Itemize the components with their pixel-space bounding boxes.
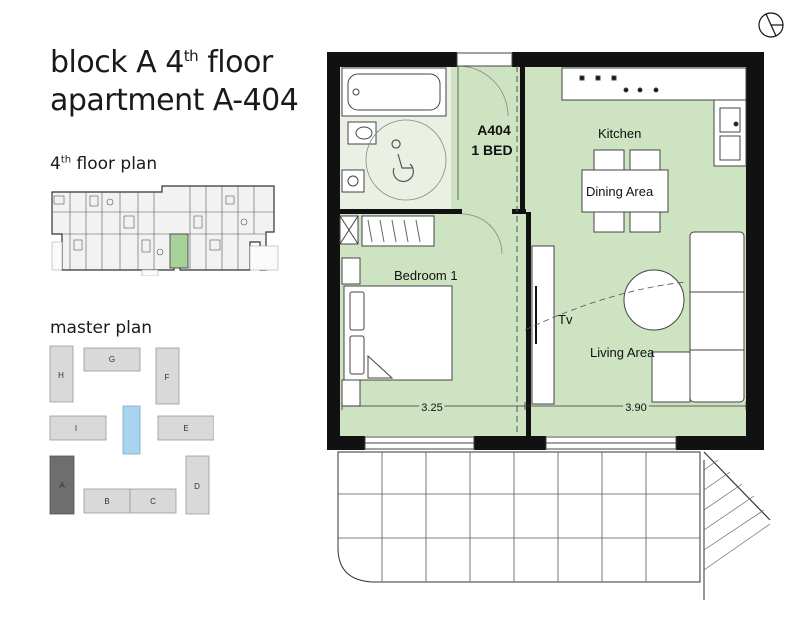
balcony	[337, 451, 771, 600]
svg-text:F: F	[165, 373, 170, 382]
room-label-tv: Tv	[558, 312, 573, 327]
svg-text:I: I	[75, 424, 77, 433]
master-block-a: A	[49, 455, 75, 515]
master-block-e: E	[157, 415, 214, 441]
bathroom	[341, 65, 509, 201]
floor-plan-label: 4th floor plan	[50, 154, 158, 174]
svg-text:A: A	[59, 481, 65, 490]
room-label-kitchen: Kitchen	[598, 126, 641, 141]
svg-text:B: B	[104, 497, 109, 506]
master-block-i: I	[49, 415, 107, 441]
walls	[327, 52, 764, 450]
master-block-d: D	[185, 455, 210, 515]
room-label-living: Living Area	[590, 345, 655, 360]
room-label-bedroom: Bedroom 1	[394, 268, 458, 283]
kitchen-counter	[561, 67, 747, 167]
master-plan-label: master plan	[50, 318, 153, 338]
master-block-f: F	[155, 347, 180, 405]
master-block-c: C	[129, 488, 177, 514]
svg-text:D: D	[194, 482, 200, 491]
dimension-bedroom: 3.25	[421, 402, 442, 414]
room-label-dining: Dining Area	[586, 184, 654, 199]
master-block-g: G	[83, 347, 141, 372]
coffee-table	[623, 269, 685, 331]
master-block-b: B	[83, 488, 131, 514]
wardrobe	[339, 213, 503, 255]
dimension-living: 3.90	[625, 402, 646, 414]
svg-text:C: C	[150, 497, 156, 506]
floor-plan-thumbnail	[50, 182, 282, 276]
svg-text:E: E	[183, 424, 188, 433]
highlighted-apartment	[169, 233, 189, 269]
water-feature	[122, 405, 141, 455]
title-line-2: apartment A-404	[50, 83, 299, 118]
tv-unit	[531, 245, 555, 405]
page-title: block A 4th floor apartment A-404	[50, 44, 299, 120]
unit-type: 1 BED	[471, 142, 512, 158]
dining-table	[581, 149, 669, 233]
apartment-plan: A404 1 BED Kitchen Dining Area Bedroom 1…	[327, 52, 771, 600]
master-block-h: H	[49, 345, 74, 403]
dimension-line	[341, 402, 747, 410]
windows	[364, 52, 677, 450]
svg-text:G: G	[109, 355, 115, 364]
dashed-guides	[516, 66, 687, 436]
sofa	[623, 231, 745, 403]
unit-number: A404	[477, 122, 511, 138]
master-plan: G H F I E A B C	[49, 345, 214, 515]
north-arrow-icon	[758, 12, 784, 38]
title-line-1: block A 4th floor	[50, 45, 273, 80]
svg-text:H: H	[58, 371, 64, 380]
